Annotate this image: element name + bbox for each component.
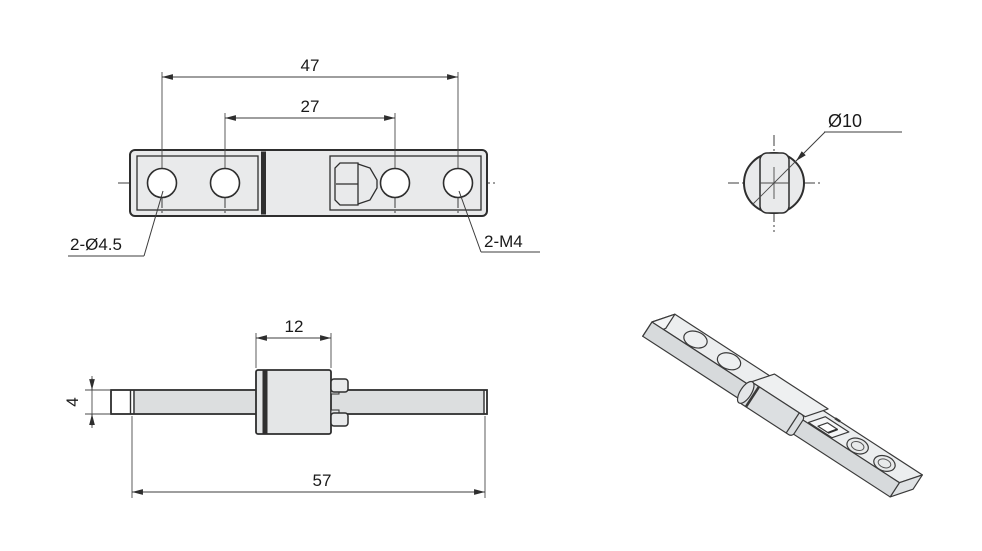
iso-threaded-hole-1 xyxy=(846,437,869,455)
callout-threads: 2-M4 xyxy=(458,190,540,253)
callout-holes: 2-Ø4.5 xyxy=(68,190,164,257)
callout-threads-leader xyxy=(458,190,482,253)
dimension-27: 27 xyxy=(225,97,395,121)
front-right-plate-outline xyxy=(329,155,482,211)
iso-square-recess xyxy=(807,416,850,439)
front-left-plate-outline xyxy=(136,155,259,211)
dim-57-label: 57 xyxy=(313,471,332,490)
front-view: 47 27 2-Ø4.5 2-M4 xyxy=(68,56,540,257)
callout-holes-label: 2-Ø4.5 xyxy=(70,235,122,254)
threaded-hole-1 xyxy=(379,167,411,199)
iso-edge-mark xyxy=(834,417,841,423)
side-view: 12 4 57 xyxy=(63,317,488,498)
callout-holes-leader xyxy=(143,190,164,257)
dimension-4: 4 xyxy=(63,376,111,428)
end-view: Ø10 xyxy=(728,111,902,232)
dimension-47: 47 xyxy=(162,56,458,80)
dim-47-label: 47 xyxy=(301,56,320,75)
side-boss-groove-band xyxy=(262,370,268,434)
clearance-hole-2 xyxy=(209,167,241,199)
front-divider-band xyxy=(261,151,266,215)
iso-threaded-hole-2 xyxy=(873,454,896,472)
dim-12-label: 12 xyxy=(285,317,304,336)
dimension-diameter: Ø10 xyxy=(751,111,902,206)
iso-cylinder-cap xyxy=(736,380,755,404)
dim-diameter-label: Ø10 xyxy=(828,111,862,131)
side-clip-tab-top xyxy=(330,378,349,393)
isometric-view xyxy=(642,313,923,498)
iso-cylinder xyxy=(736,373,829,436)
diameter-line xyxy=(751,160,797,206)
dimension-57: 57 xyxy=(131,416,486,498)
threaded-hole-2 xyxy=(442,167,474,199)
dimension-12: 12 xyxy=(255,317,332,368)
iso-groove-ring xyxy=(744,386,761,408)
front-bolt-recess xyxy=(334,162,378,206)
iso-clearance-hole-2 xyxy=(716,352,742,371)
side-boss xyxy=(255,369,332,435)
front-body xyxy=(129,149,488,217)
dim-27-label: 27 xyxy=(301,97,320,116)
callout-threads-label: 2-M4 xyxy=(484,232,523,251)
iso-ring-right xyxy=(785,412,800,434)
diameter-leader xyxy=(795,131,826,162)
side-clip-tab-bottom xyxy=(330,412,349,427)
dim-4-label: 4 xyxy=(63,397,82,406)
iso-clearance-hole-1 xyxy=(683,330,708,349)
clearance-hole-1 xyxy=(146,167,178,199)
